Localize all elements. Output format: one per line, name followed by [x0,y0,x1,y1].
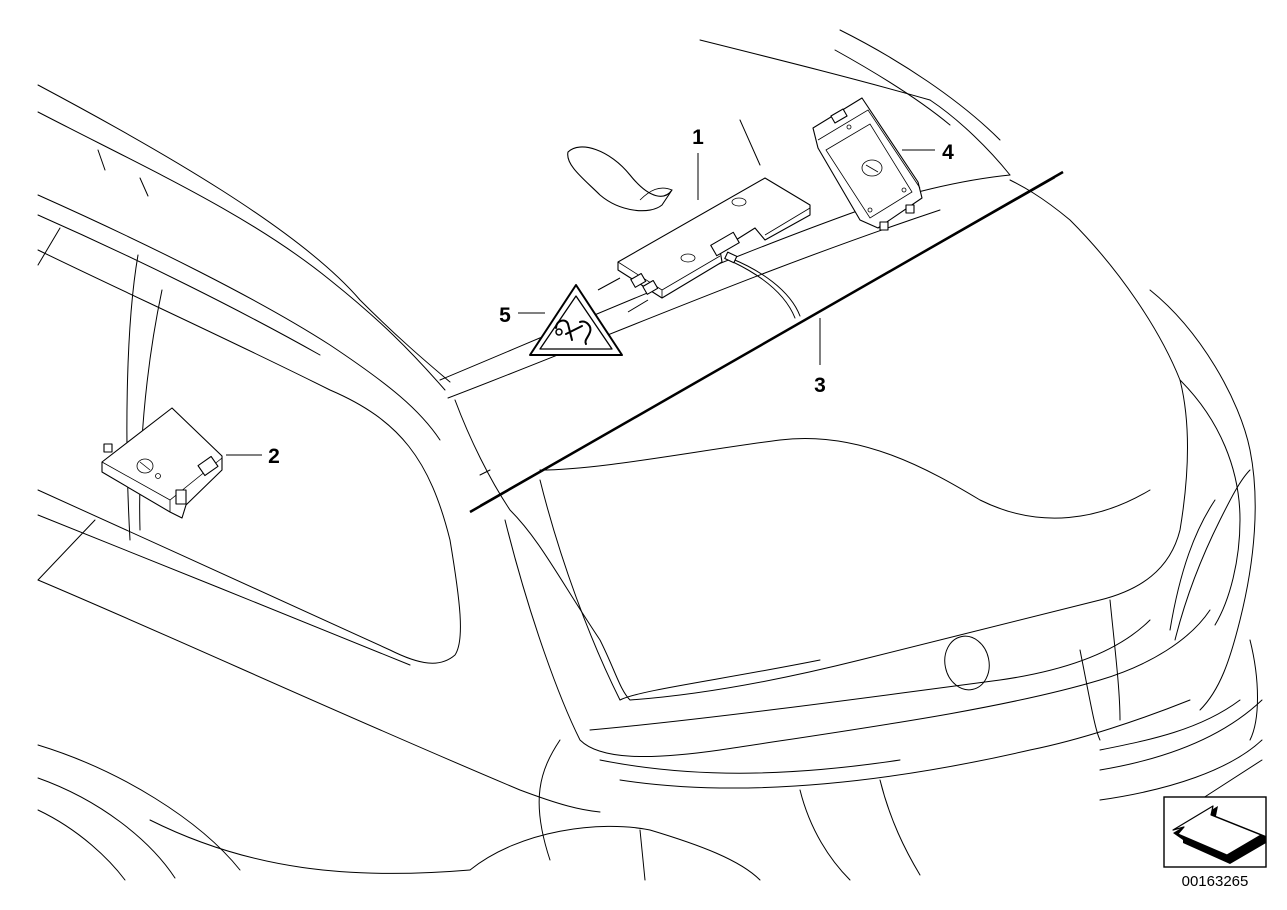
callout-1: 1 [692,126,704,149]
shark-fin-antenna [567,146,673,212]
antenna-amplifier-module [617,177,811,319]
control-module-part-2 [101,407,223,519]
callout-4: 4 [942,141,954,164]
leader-lines [226,149,935,456]
diagram-reference-number: 00163265 [1182,873,1249,890]
vehicle-outline [37,29,1263,881]
callout-5: 5 [499,304,511,327]
antenna-warning-triangle-icon [529,284,623,356]
control-unit-part-4 [812,97,923,231]
view-direction-arrow-icon [1163,796,1267,868]
callout-3: 3 [814,374,826,397]
callout-2: 2 [268,445,280,468]
